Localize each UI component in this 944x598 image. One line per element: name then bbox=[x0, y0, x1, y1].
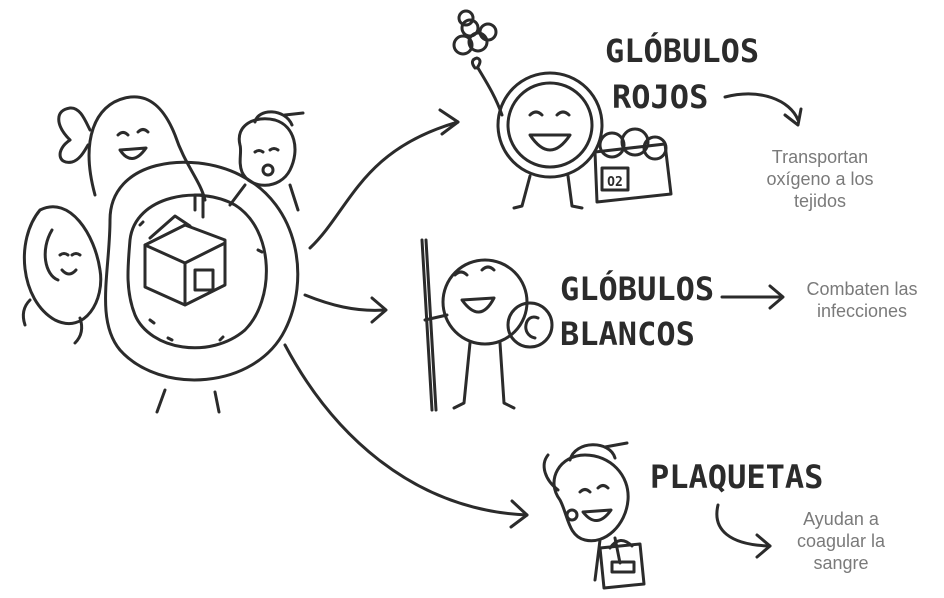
plaquetas-description: Ayudan a coagular la sangre bbox=[766, 508, 916, 574]
platelet-character bbox=[544, 443, 644, 588]
plaquetas-description-line-2: coagular la bbox=[766, 530, 916, 552]
rojos-title-line-1: GLÓBULOS bbox=[605, 31, 759, 70]
arrow-rojos-to-description bbox=[725, 94, 801, 125]
blancos-description: Combaten las infecciones bbox=[787, 278, 937, 322]
rojos-description-line-3: tejidos bbox=[730, 190, 910, 212]
plaquetas-title: PLAQUETAS bbox=[650, 458, 823, 496]
plaquetas-description-line-3: sangre bbox=[766, 552, 916, 574]
rojos-description: Transportan oxígeno a los tejidos bbox=[730, 146, 910, 212]
bone-marrow-illustration bbox=[23, 97, 303, 412]
arrow-to-blancos bbox=[305, 295, 386, 322]
blancos-description-line-2: infecciones bbox=[787, 300, 937, 322]
arrow-plaquetas-to-description bbox=[717, 505, 770, 557]
blancos-description-line-1: Combaten las bbox=[787, 278, 937, 300]
arrow-to-plaquetas bbox=[285, 345, 527, 527]
white-blood-cell-character bbox=[422, 240, 552, 410]
arrow-blancos-to-description bbox=[722, 286, 783, 308]
blancos-title-line-1: GLÓBULOS bbox=[560, 269, 714, 308]
rojos-title-line-2: ROJOS bbox=[612, 78, 708, 116]
oxygen-box-label: O2 bbox=[607, 175, 623, 190]
red-blood-cell-character bbox=[454, 11, 602, 208]
rojos-description-line-1: Transportan bbox=[730, 146, 910, 168]
rojos-description-line-2: oxígeno a los bbox=[730, 168, 910, 190]
arrow-to-rojos bbox=[310, 110, 458, 248]
plaquetas-description-line-1: Ayudan a bbox=[766, 508, 916, 530]
oxygen-box bbox=[595, 129, 671, 202]
blancos-title-line-2: BLANCOS bbox=[560, 315, 695, 353]
